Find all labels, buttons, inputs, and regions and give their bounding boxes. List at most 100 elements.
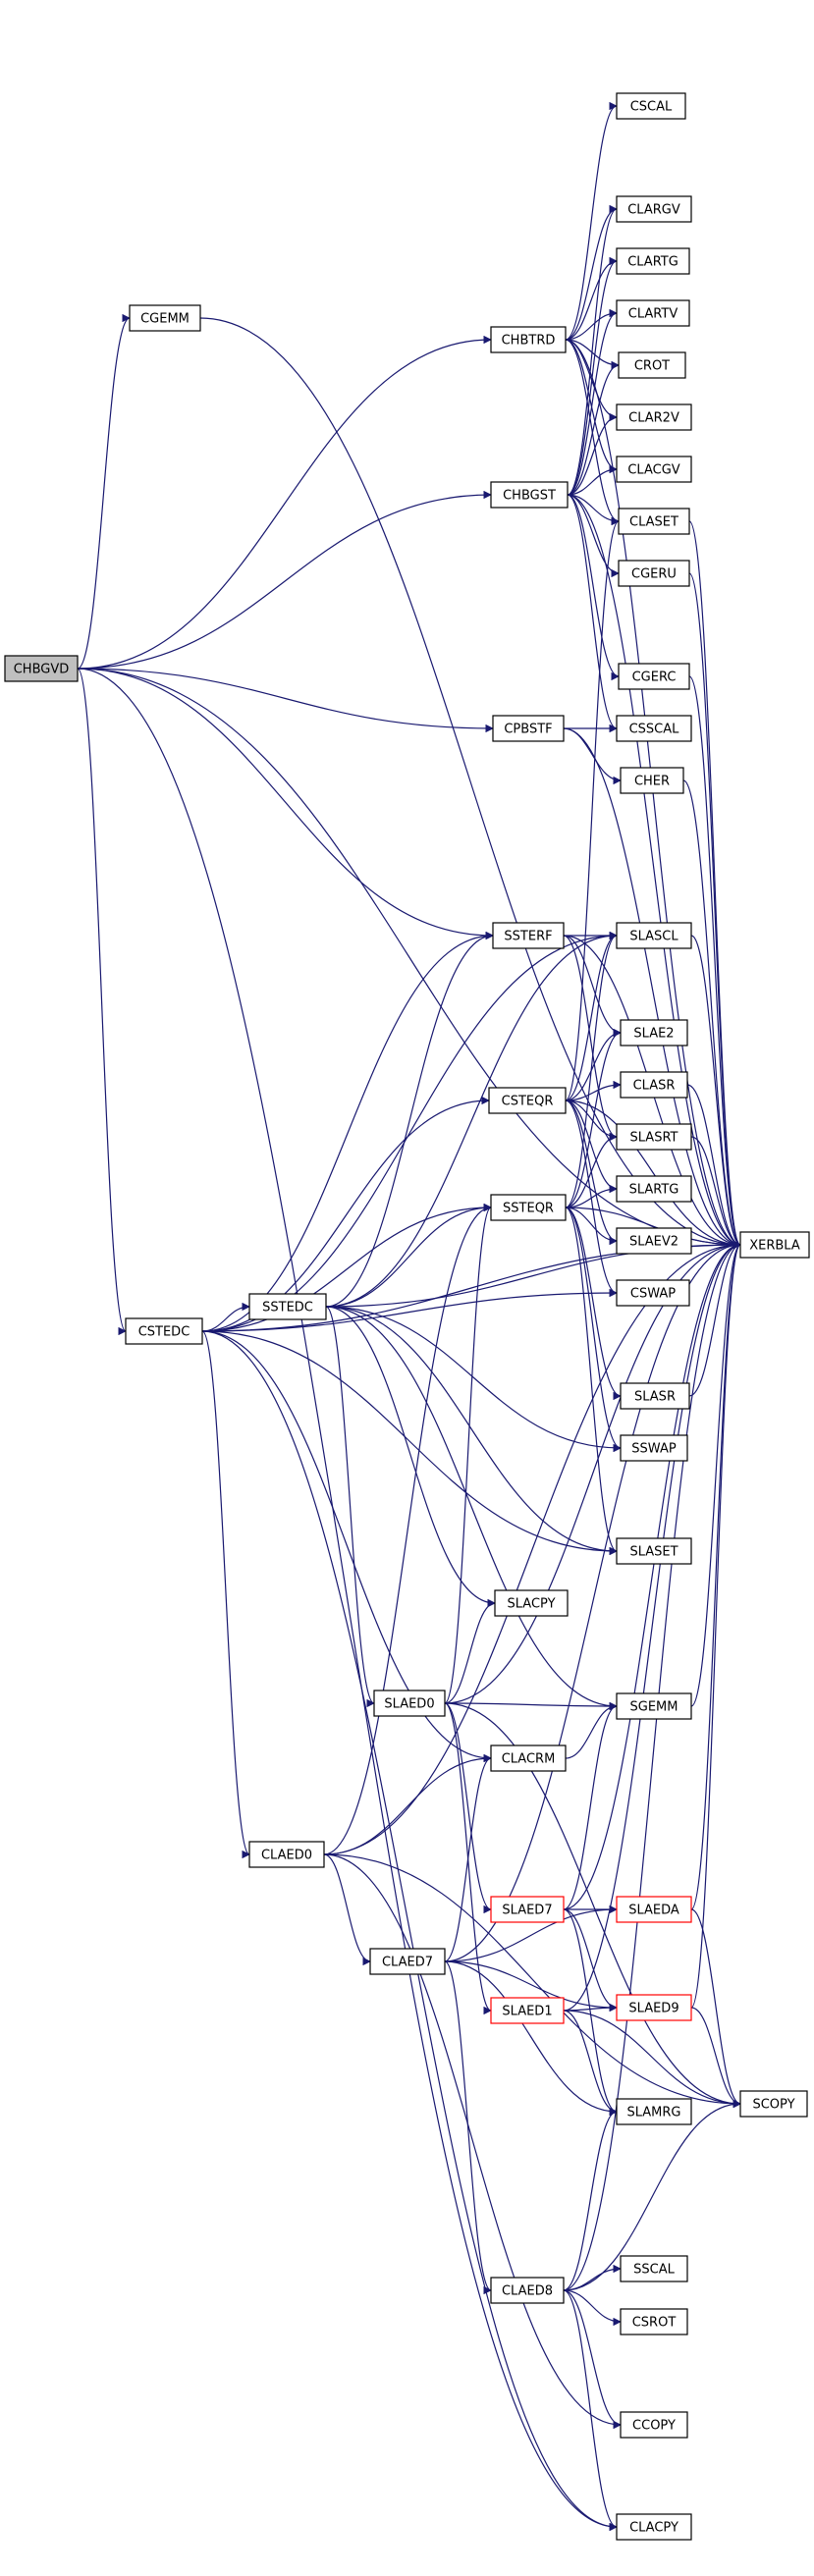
node-ssterf[interactable]: SSTERF [492, 922, 565, 949]
node-slartg[interactable]: SLARTG [616, 1175, 692, 1203]
node-cswap[interactable]: CSWAP [616, 1279, 690, 1307]
node-slamrg[interactable]: SLAMRG [616, 2098, 692, 2125]
node-label: SLAED7 [502, 1904, 552, 1918]
edge-chbgst-crot [567, 360, 620, 496]
node-slaed1[interactable]: SLAED1 [490, 1997, 565, 2024]
node-box [616, 92, 686, 120]
node-label: CSROT [632, 2316, 677, 2331]
edge-claset-xerbla [688, 520, 741, 1249]
node-box [618, 560, 690, 587]
node-slascl[interactable]: SLASCL [616, 922, 692, 949]
edge-claed8-csrot [563, 2289, 622, 2327]
node-box [616, 299, 690, 327]
node-box [616, 922, 692, 949]
node-claed0[interactable]: CLAED0 [248, 1841, 325, 1868]
edge-csteqr-slascl [565, 931, 618, 1101]
node-ccopy[interactable]: CCOPY [620, 2411, 688, 2439]
node-sswap[interactable]: SSWAP [620, 1434, 688, 1462]
node-clacgv[interactable]: CLACGV [616, 456, 692, 483]
node-cgeru[interactable]: CGERU [618, 560, 690, 587]
node-xerbla[interactable]: XERBLA [739, 1231, 810, 1259]
node-label: CGEMM [140, 312, 190, 327]
node-slae2[interactable]: SLAE2 [620, 1019, 688, 1046]
node-claset[interactable]: CLASET [618, 508, 690, 535]
node-clacrm[interactable]: CLACRM [490, 1744, 567, 1772]
edge-slaed0-xerbla [444, 1240, 741, 1704]
edge-slaed1-slamrg [563, 2010, 618, 2117]
node-chbgst[interactable]: CHBGST [490, 481, 569, 509]
node-slaev2[interactable]: SLAEV2 [616, 1227, 692, 1255]
node-slaeda[interactable]: SLAEDA [616, 1896, 692, 1923]
node-box [618, 351, 686, 379]
edge-sstedc-ssteqr [325, 1203, 492, 1308]
node-label: SLASET [629, 1545, 678, 1560]
edge-chbgst-cgeru [567, 494, 620, 578]
node-cstedc[interactable]: CSTEDC [125, 1317, 203, 1345]
edge-claed8-slamrg [563, 2107, 618, 2291]
node-csrot[interactable]: CSROT [620, 2308, 688, 2335]
edge-chbgst-csscal [567, 494, 618, 733]
node-label: SSTEDC [262, 1301, 313, 1315]
node-clargv[interactable]: CLARGV [616, 195, 692, 223]
node-box [739, 2090, 808, 2118]
node-sgemm[interactable]: SGEMM [616, 1692, 692, 1720]
node-box [616, 195, 692, 223]
edge-sstedc-sgemm [325, 1306, 618, 1711]
node-box [129, 304, 201, 332]
node-slaset[interactable]: SLASET [616, 1537, 692, 1565]
node-clar2v[interactable]: CLAR2V [616, 403, 692, 431]
node-claed7[interactable]: CLAED7 [369, 1948, 446, 1975]
node-label: CPBSTF [504, 723, 552, 737]
node-chbtrd[interactable]: CHBTRD [490, 326, 567, 353]
node-crot[interactable]: CROT [618, 351, 686, 379]
node-box [125, 1317, 203, 1345]
node-slaed0[interactable]: SLAED0 [373, 1690, 446, 1717]
edge-sstedc-slascl [325, 931, 618, 1308]
node-slasrt[interactable]: SLASRT [616, 1123, 692, 1151]
node-label: SLACPY [507, 1597, 555, 1612]
node-label: CSTEQR [502, 1095, 554, 1109]
node-slaed7[interactable]: SLAED7 [490, 1896, 565, 1923]
node-cpbstf[interactable]: CPBSTF [492, 715, 565, 742]
node-clartv[interactable]: CLARTV [616, 299, 690, 327]
edge-slaeda-scopy [690, 1908, 741, 2109]
node-label: CLASR [633, 1079, 676, 1094]
edge-chbgst-clargv [567, 204, 618, 496]
node-clasr[interactable]: CLASR [620, 1071, 688, 1099]
node-clacpy[interactable]: CLACPY [616, 2513, 692, 2541]
edge-slascl-xerbla [690, 935, 741, 1250]
edge-cstedc-ssteqr [201, 1203, 492, 1332]
node-cgemm[interactable]: CGEMM [129, 304, 201, 332]
node-label: CGERC [632, 671, 677, 685]
node-cscal[interactable]: CSCAL [616, 92, 686, 120]
node-box [248, 1293, 327, 1320]
node-box [490, 1997, 565, 2024]
node-label: CLASET [629, 515, 678, 530]
node-slaed9[interactable]: SLAED9 [616, 1994, 692, 2021]
node-clartg[interactable]: CLARTG [616, 247, 690, 275]
edge-ssterf-slasrt [563, 935, 618, 1142]
node-csscal[interactable]: CSSCAL [616, 715, 692, 742]
node-claed8[interactable]: CLAED8 [490, 2277, 565, 2304]
node-label: SLAE2 [633, 1027, 674, 1042]
node-ssteqr[interactable]: SSTEQR [490, 1194, 567, 1221]
edge-cstedc-sstedc [201, 1302, 250, 1332]
edge-cstedc-claed0 [201, 1330, 250, 1859]
node-cgerc[interactable]: CGERC [618, 663, 690, 690]
edge-csteqr-cswap [565, 1100, 618, 1298]
node-slasr[interactable]: SLASR [620, 1382, 690, 1410]
edge-chbgst-clar2v [567, 412, 618, 496]
node-slacpy[interactable]: SLACPY [494, 1589, 569, 1617]
edge-chbgvd-xerbla [77, 668, 741, 1250]
node-sstedc[interactable]: SSTEDC [248, 1293, 327, 1320]
node-scopy[interactable]: SCOPY [739, 2090, 808, 2118]
edge-chbtrd-cscal [565, 101, 618, 341]
node-sscal[interactable]: SSCAL [620, 2255, 688, 2282]
node-label: CHBGVD [14, 663, 70, 677]
node-cher[interactable]: CHER [620, 767, 684, 794]
node-box [618, 508, 690, 535]
edge-claed7-claed8 [444, 1960, 492, 2295]
node-csteqr[interactable]: CSTEQR [488, 1087, 567, 1114]
node-chbgvd[interactable]: CHBGVD [4, 655, 79, 682]
